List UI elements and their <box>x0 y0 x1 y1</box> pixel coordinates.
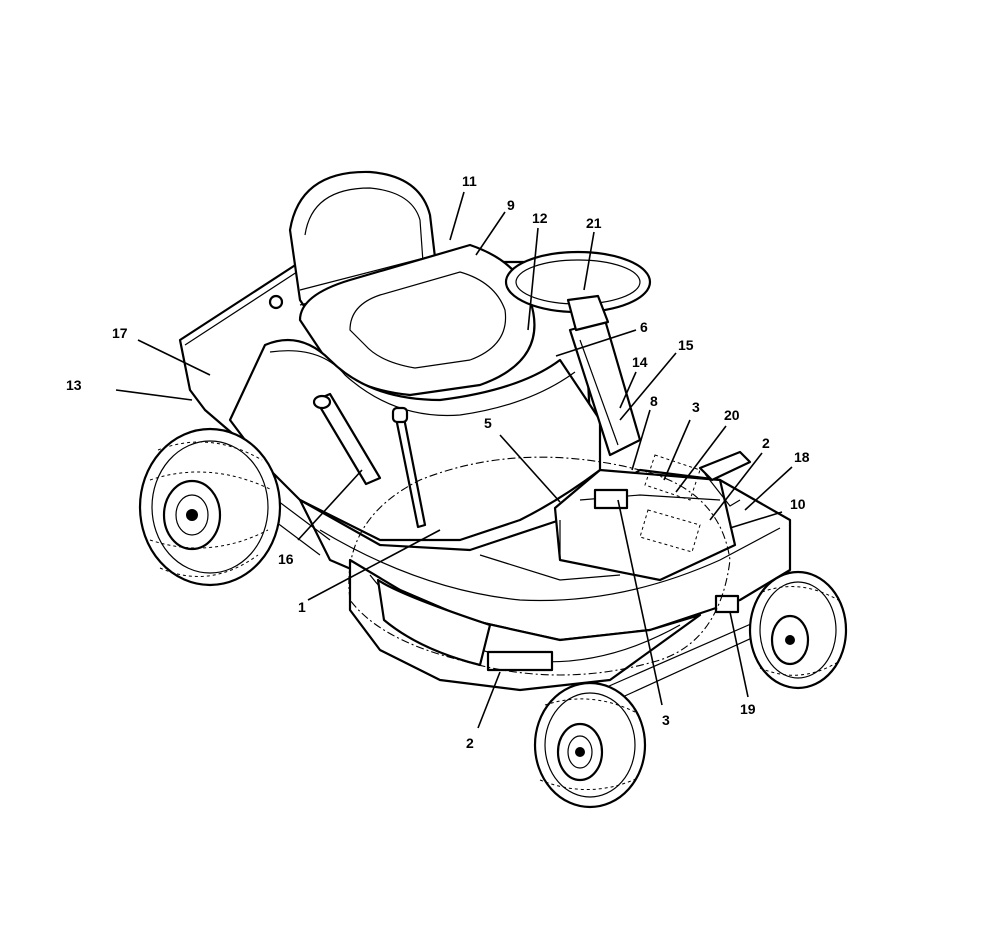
callout-15: 15 <box>678 337 694 353</box>
callout-9: 9 <box>507 197 515 213</box>
leader-20 <box>675 425 727 493</box>
callout-2: 2 <box>466 735 474 751</box>
leader-3b <box>617 499 663 706</box>
callout-5: 5 <box>484 415 492 431</box>
hidden-outline <box>348 456 731 676</box>
fender-knob <box>268 294 284 310</box>
leader-12 <box>527 227 539 331</box>
front-decal <box>714 594 740 614</box>
leader-lines <box>115 191 793 729</box>
callout-2: 2 <box>762 435 770 451</box>
callout-21: 21 <box>586 215 602 231</box>
callout-3: 3 <box>692 399 700 415</box>
leader-18 <box>744 466 793 511</box>
leader-11 <box>449 191 465 241</box>
callout-labels: 1 2 2 3 3 5 6 8 9 10 11 12 13 14 15 16 1… <box>66 173 810 751</box>
leader-10 <box>729 511 783 529</box>
callout-12: 12 <box>532 210 548 226</box>
callout-3: 3 <box>662 712 670 728</box>
leader-2b <box>709 452 763 521</box>
main-body <box>228 338 602 542</box>
leader-8 <box>631 409 651 471</box>
leader-3a <box>663 419 691 481</box>
leader-9 <box>475 211 506 256</box>
callout-8: 8 <box>650 393 658 409</box>
front-right-wheel <box>748 570 848 690</box>
leader-16 <box>297 469 363 541</box>
callout-20: 20 <box>724 407 740 423</box>
shift-decal <box>593 488 629 510</box>
leader-15 <box>619 352 677 421</box>
callout-11: 11 <box>462 173 477 189</box>
deck-decal <box>486 650 554 672</box>
leader-2a <box>477 671 501 729</box>
leader-13 <box>115 389 193 401</box>
leader-17 <box>137 339 211 376</box>
callout-18: 18 <box>794 449 810 465</box>
leader-19 <box>729 611 749 698</box>
leader-1 <box>307 529 441 601</box>
callout-16: 16 <box>278 551 294 567</box>
callout-19: 19 <box>740 701 756 717</box>
mower-drawing <box>138 170 848 809</box>
callout-10: 10 <box>790 496 806 512</box>
callout-13: 13 <box>66 377 82 393</box>
leader-21 <box>583 231 595 291</box>
leader-14 <box>619 371 637 409</box>
rear-left-wheel <box>138 427 282 587</box>
brake-pedal <box>698 450 752 482</box>
callout-14: 14 <box>632 354 648 370</box>
callout-17: 17 <box>112 325 128 341</box>
front-left-wheel <box>533 681 647 809</box>
callout-6: 6 <box>640 319 648 335</box>
leader-6 <box>555 329 637 357</box>
callout-1: 1 <box>298 599 306 615</box>
leader-5 <box>499 434 561 503</box>
